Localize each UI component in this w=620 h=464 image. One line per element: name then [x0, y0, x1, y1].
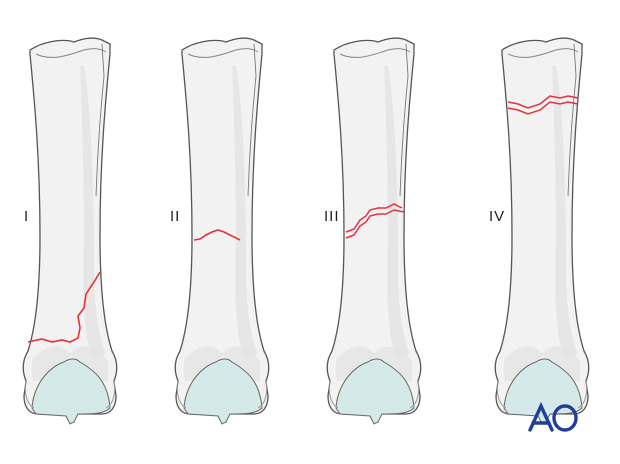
bone-iv [494, 37, 590, 425]
label-type-iv: IV [489, 208, 506, 225]
fracture-line-iii-a [345, 203, 403, 233]
label-type-i: I [24, 208, 30, 225]
fracture-line-i [27, 271, 101, 343]
bone-iii [326, 37, 422, 425]
label-type-ii: II [170, 208, 181, 225]
fracture-line-ii [193, 229, 241, 241]
fracture-line-iii-b [345, 209, 405, 239]
fracture-line-iv-a [507, 95, 579, 109]
fracture-line-iv-b [507, 101, 579, 115]
ao-logo [528, 401, 578, 432]
label-type-iii: III [324, 208, 340, 225]
bone-ii [174, 37, 270, 425]
bone-i [22, 37, 118, 425]
